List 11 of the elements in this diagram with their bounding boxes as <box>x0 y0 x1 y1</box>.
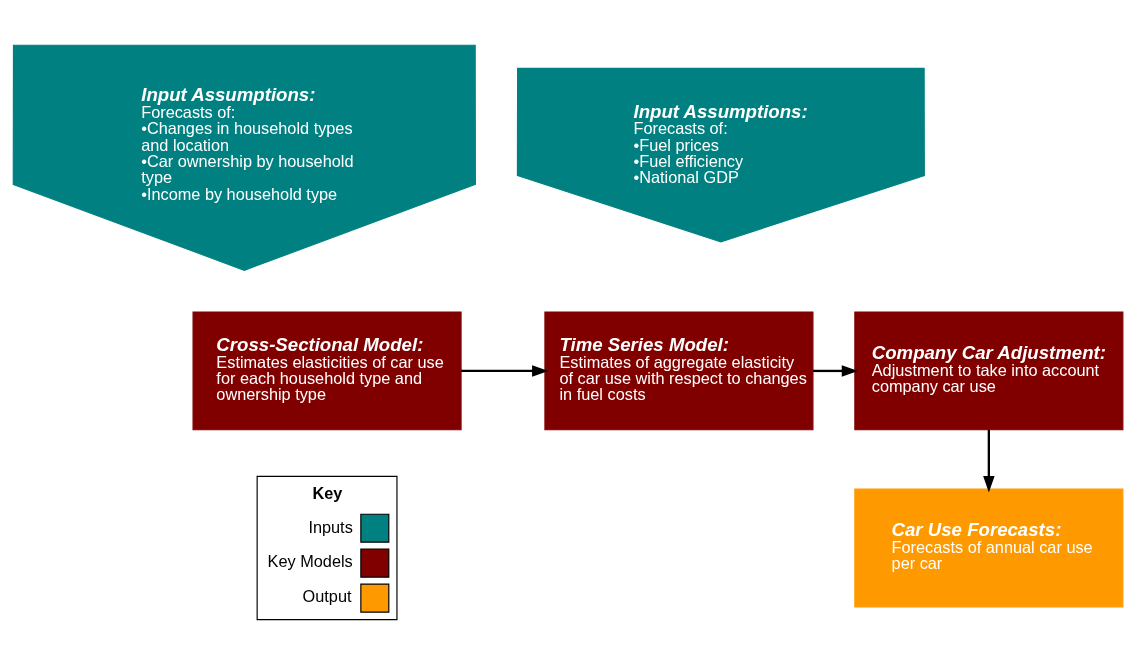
arrow <box>813 364 859 377</box>
node-box: Cross-Sectional Model: Estimates elasticities of car use for each household type and ownership type <box>192 311 462 430</box>
node-box: Company Car Adjustment: Adjustment to take into account company car use <box>854 311 1124 430</box>
node-box: Time Series Model: Estimates of aggregate elasticity of car use with respect to changes in fuel costs <box>544 311 814 430</box>
node-box: Car Use Forecasts: Forecasts of annual car use per car <box>854 488 1124 607</box>
arrow <box>461 364 549 377</box>
legend-label: Inputs <box>308 517 353 536</box>
legend-label: Key Models <box>267 551 353 570</box>
legend-label: Output <box>302 586 352 605</box>
arrow <box>983 429 995 492</box>
label: Key <box>312 483 343 502</box>
